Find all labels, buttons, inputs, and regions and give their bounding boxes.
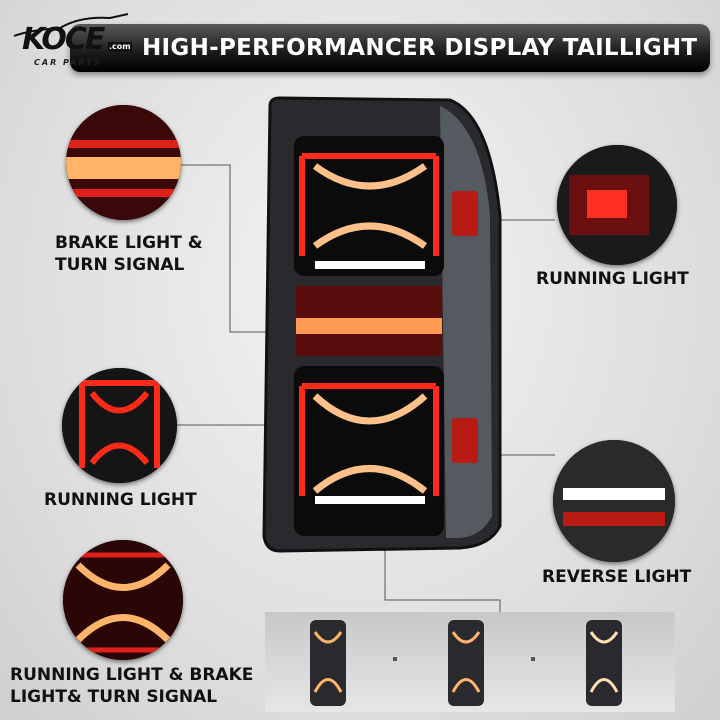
label-reverse-light: REVERSE LIGHT bbox=[542, 567, 692, 587]
logo-domain: .com bbox=[108, 42, 132, 52]
logo-tagline: CAR PARTS bbox=[34, 58, 102, 67]
title-banner: HIGH-PERFORMANCER DISPLAY TAILLIGHT bbox=[70, 24, 710, 72]
logo-brand: KOCE bbox=[22, 22, 105, 57]
label-running-light-left: RUNNING LIGHT bbox=[44, 490, 197, 510]
sequence-frame-3 bbox=[586, 620, 622, 706]
animation-sequence-strip bbox=[265, 612, 675, 712]
label-combo: RUNNING LIGHT & BRAKE LIGHT& TURN SIGNAL bbox=[10, 664, 253, 708]
running-light-detail-image-right bbox=[557, 145, 677, 265]
label-combo-line1: RUNNING LIGHT & BRAKE bbox=[10, 665, 254, 685]
sequence-frame-2 bbox=[448, 620, 484, 706]
combo-detail-image bbox=[63, 540, 183, 660]
sequence-frame-1 bbox=[310, 620, 346, 706]
brand-logo: KOCE .com CAR PARTS bbox=[10, 8, 140, 72]
label-combo-line2: LIGHT& TURN SIGNAL bbox=[10, 687, 218, 707]
label-brake-turn: BRAKE LIGHT & TURN SIGNAL bbox=[55, 232, 205, 276]
reverse-light-detail-image bbox=[553, 440, 675, 562]
running-light-detail-image-left bbox=[62, 368, 177, 483]
taillight-image bbox=[262, 96, 502, 553]
label-running-light-right: RUNNING LIGHT bbox=[536, 269, 689, 289]
brake-turn-detail-image bbox=[66, 105, 181, 220]
car-silhouette-icon bbox=[13, 13, 129, 37]
label-brake-turn-text: BRAKE LIGHT & TURN SIGNAL bbox=[55, 233, 203, 275]
page-title: HIGH-PERFORMANCER DISPLAY TAILLIGHT bbox=[142, 35, 698, 61]
